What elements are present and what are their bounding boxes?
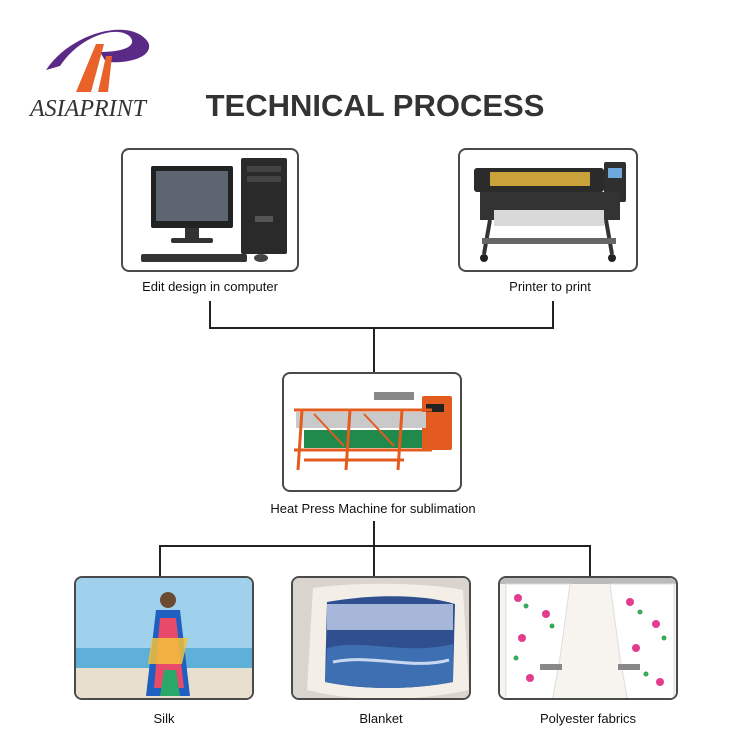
blanket-image xyxy=(293,578,471,700)
silk-output-box xyxy=(74,576,254,700)
asiaprint-logo-icon xyxy=(36,22,156,94)
brand-logo xyxy=(36,22,156,94)
connector-from-heat-press xyxy=(373,521,375,546)
connector-to-heat-press xyxy=(373,327,375,373)
heat-press-step-label: Heat Press Machine for sublimation xyxy=(235,501,511,516)
computer-step-box xyxy=(121,148,299,272)
computer-icon xyxy=(123,150,299,272)
connector-to-silk xyxy=(159,545,161,577)
printer-step-label: Printer to print xyxy=(450,279,650,294)
polyester-output-label: Polyester fabrics xyxy=(478,711,698,726)
connector-computer-down xyxy=(209,301,211,328)
polyester-output-box xyxy=(498,576,678,700)
blanket-output-label: Blanket xyxy=(291,711,471,726)
heat-press-step-box xyxy=(282,372,462,492)
silk-output-label: Silk xyxy=(74,711,254,726)
page-title: TECHNICAL PROCESS xyxy=(0,88,750,124)
computer-step-label: Edit design in computer xyxy=(110,279,310,294)
connector-printer-down xyxy=(552,301,554,328)
polyester-curtain-image xyxy=(500,578,678,700)
printer-icon xyxy=(460,150,638,272)
connector-top-horizontal xyxy=(209,327,554,329)
silk-image xyxy=(76,578,254,700)
blanket-output-box xyxy=(291,576,471,700)
connector-to-blanket xyxy=(373,545,375,577)
connector-to-polyester xyxy=(589,545,591,577)
heat-press-machine-icon xyxy=(284,374,462,492)
printer-step-box xyxy=(458,148,638,272)
